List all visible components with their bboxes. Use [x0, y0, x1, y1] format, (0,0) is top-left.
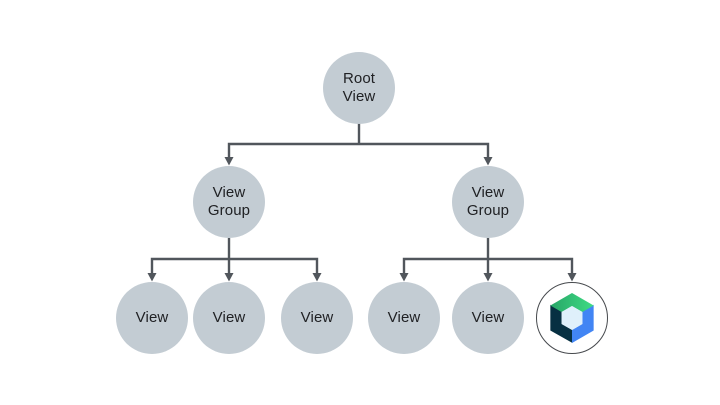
arrowhead-icon [224, 157, 234, 166]
arrowhead-icon [147, 273, 157, 282]
edge-groupleft-branches [150, 257, 319, 274]
node-view-leaf: View [368, 282, 440, 354]
jetpack-compose-icon [550, 293, 594, 343]
node-view-group-left: View Group [193, 166, 265, 238]
compose-left-face [550, 304, 573, 343]
node-view-leaf-label: View [471, 309, 505, 326]
connector-edges [150, 123, 574, 274]
node-view-leaf: View [452, 282, 524, 354]
node-view-leaf: View [281, 282, 353, 354]
edge-root-branches [227, 142, 490, 158]
node-view-leaf-label: View [387, 309, 421, 326]
arrowhead-icon [483, 157, 493, 166]
node-view-leaf-label: View [300, 309, 334, 326]
arrowhead-icon [224, 273, 234, 282]
node-view-leaf-label: View [212, 309, 246, 326]
node-view-group-right: View Group [452, 166, 524, 238]
compose-core-hexagon [561, 306, 583, 330]
node-view-group-left-label: View Group [207, 184, 251, 219]
node-view-group-right-label: View Group [466, 184, 510, 219]
arrowhead-icon [312, 273, 322, 282]
node-view-leaf: View [116, 282, 188, 354]
node-view-leaf: View [193, 282, 265, 354]
node-view-leaf-label: View [135, 309, 169, 326]
compose-right-face [572, 304, 594, 343]
arrowhead-icon [483, 273, 493, 282]
arrowhead-icon [567, 273, 577, 282]
node-root-view: Root View [323, 52, 395, 124]
node-root-view-label: Root View [342, 70, 376, 105]
node-compose-leaf [536, 282, 608, 354]
arrowhead-icon [399, 273, 409, 282]
compose-top-face [550, 293, 594, 312]
arrowheads [147, 157, 577, 282]
